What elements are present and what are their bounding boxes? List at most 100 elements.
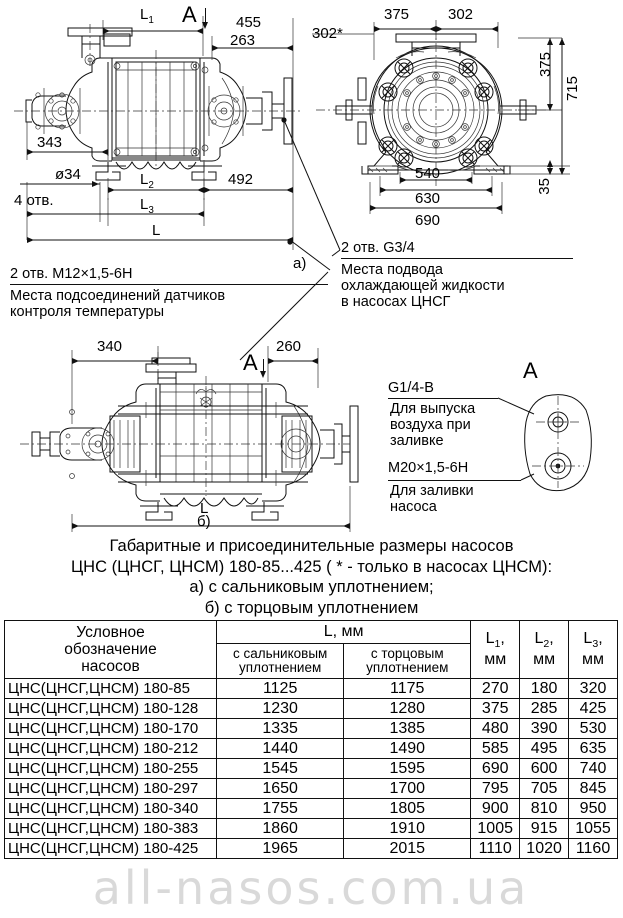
dim-690: 690 [415, 212, 441, 229]
pump-cross-section-drawing: 375 302 302* 375 715 35 540 630 690 [312, 0, 623, 250]
dim-arrow [311, 358, 318, 364]
pump-side-view-svg [0, 0, 320, 250]
dim-343: 343 [37, 134, 63, 151]
cell-pump-designation: ЦНС(ЦНСГ,ЦНСМ) 180-255 [3, 758, 218, 779]
pump-side-view-b-svg [0, 336, 360, 536]
dim-arrow [429, 26, 436, 32]
cell-L2: 810 [519, 798, 570, 819]
detail-air-line-2: воздуха при [390, 417, 471, 433]
header-mech-seal: с торцовым уплотнением [343, 642, 472, 680]
note-coolant-supply: 2 отв. G3/4 Места подвода охлаждающей жи… [341, 240, 621, 310]
cell-L1: 690 [470, 758, 521, 779]
detail-A-letter: A [523, 358, 538, 383]
cell-length-mech: 2015 [343, 838, 472, 859]
cell-L3: 320 [568, 678, 618, 699]
detail-A-shape-svg [488, 388, 618, 503]
header-L-group: L, мм [216, 620, 472, 644]
cell-L2: 915 [519, 818, 570, 839]
cell-L2: 600 [519, 758, 570, 779]
dim-630: 630 [415, 190, 441, 207]
dim-arrow [92, 181, 99, 187]
cell-L2: 1020 [519, 838, 570, 859]
cell-length-gland: 1755 [216, 798, 345, 819]
note-thread-g34: 2 отв. G3/4 [341, 240, 415, 256]
dim-arrow [370, 205, 377, 211]
dim-540: 540 [415, 165, 441, 182]
header-L2-symbol: L2, [534, 629, 554, 651]
cell-L1: 1110 [470, 838, 521, 859]
cell-L2: 495 [519, 738, 570, 759]
cell-L1: 900 [470, 798, 521, 819]
dim-263: 263 [230, 32, 256, 49]
cell-length-mech: 1910 [343, 818, 472, 839]
dim-arrow [204, 187, 211, 193]
header-L3: L3, мм [568, 620, 618, 679]
detail-air-line-3: заливке [390, 433, 444, 449]
cell-length-gland: 1545 [216, 758, 345, 779]
leader-temperature-sensors [180, 239, 340, 380]
table-header-row-1: Условное обозначение насосов L, мм L1, м… [3, 620, 618, 679]
cell-length-gland: 1230 [216, 698, 345, 719]
cell-pump-designation: ЦНС(ЦНСГ,ЦНСМ) 180-297 [3, 778, 218, 799]
pump-dimensions-table: Условное обозначение насосов L, мм L1, м… [3, 620, 618, 859]
dim-715: 715 [564, 76, 581, 102]
dim-arrow [197, 211, 204, 217]
dim-arrow [197, 187, 204, 193]
note-underline [10, 284, 328, 285]
header-L1-symbol: L1, [485, 629, 505, 651]
figure-b-marker: б) [197, 513, 211, 530]
cell-L1: 375 [470, 698, 521, 719]
cell-L2: 390 [519, 718, 570, 739]
dim-L2: L2 [140, 171, 154, 191]
caption-line-3: а) с сальниковым уплотнением; [189, 578, 434, 596]
note-underline [341, 258, 573, 259]
dim-arrow [268, 358, 275, 364]
cell-length-mech: 1280 [343, 698, 472, 719]
cell-length-mech: 1175 [343, 678, 472, 699]
dim-arrow [374, 26, 381, 32]
cell-L2: 705 [519, 778, 570, 799]
cell-length-gland: 1650 [216, 778, 345, 799]
dim-302-top: 302 [448, 6, 474, 23]
dim-arrow [400, 177, 407, 183]
dim-L: L [152, 222, 161, 239]
dim-arrow [495, 205, 502, 211]
dim-arrow [465, 177, 472, 183]
cell-pump-designation: ЦНС(ЦНСГ,ЦНСМ) 180-425 [3, 838, 218, 859]
cell-pump-designation: ЦНС(ЦНСГ,ЦНСМ) 180-128 [3, 698, 218, 719]
dim-arrow [286, 187, 293, 193]
dim-arrow [72, 523, 79, 529]
dim-arrow [286, 45, 293, 51]
cell-L3: 1055 [568, 818, 618, 839]
dim-arrow [547, 160, 553, 167]
dim-arrow [485, 187, 492, 193]
header-mech-line-1: с торцовым [370, 645, 444, 661]
header-line-2: обозначение [64, 641, 157, 658]
header-L1-unit: мм [484, 651, 507, 669]
header-gland-seal: с сальниковым уплотнением [216, 642, 345, 680]
cell-L2: 180 [519, 678, 570, 699]
dim-arrow [380, 187, 387, 193]
dim-260: 260 [276, 338, 302, 355]
dim-492: 492 [228, 171, 254, 188]
header-L3-unit: мм [582, 651, 605, 669]
header-gland-line-1: с сальниковым [232, 645, 328, 661]
dim-diameter-34: ø34 [55, 166, 81, 183]
dim-35: 35 [536, 178, 553, 195]
dim-arrow [559, 38, 565, 45]
cell-L3: 1160 [568, 838, 618, 859]
label-4-holes: 4 отв. [14, 192, 54, 209]
cell-pump-designation: ЦНС(ЦНСГ,ЦНСМ) 180-340 [3, 798, 218, 819]
note-temperature-sensors: 2 отв. M12×1,5-6H Места подсоединений да… [10, 266, 340, 320]
header-line-1: Условное [76, 624, 145, 641]
cell-L1: 795 [470, 778, 521, 799]
note-line-1: Места подвода [341, 262, 443, 278]
detail-air-line-1: Для выпуска [390, 401, 476, 417]
dim-375-right: 375 [537, 52, 554, 78]
dim-arrow [27, 237, 34, 243]
header-line-3: насосов [81, 658, 140, 675]
